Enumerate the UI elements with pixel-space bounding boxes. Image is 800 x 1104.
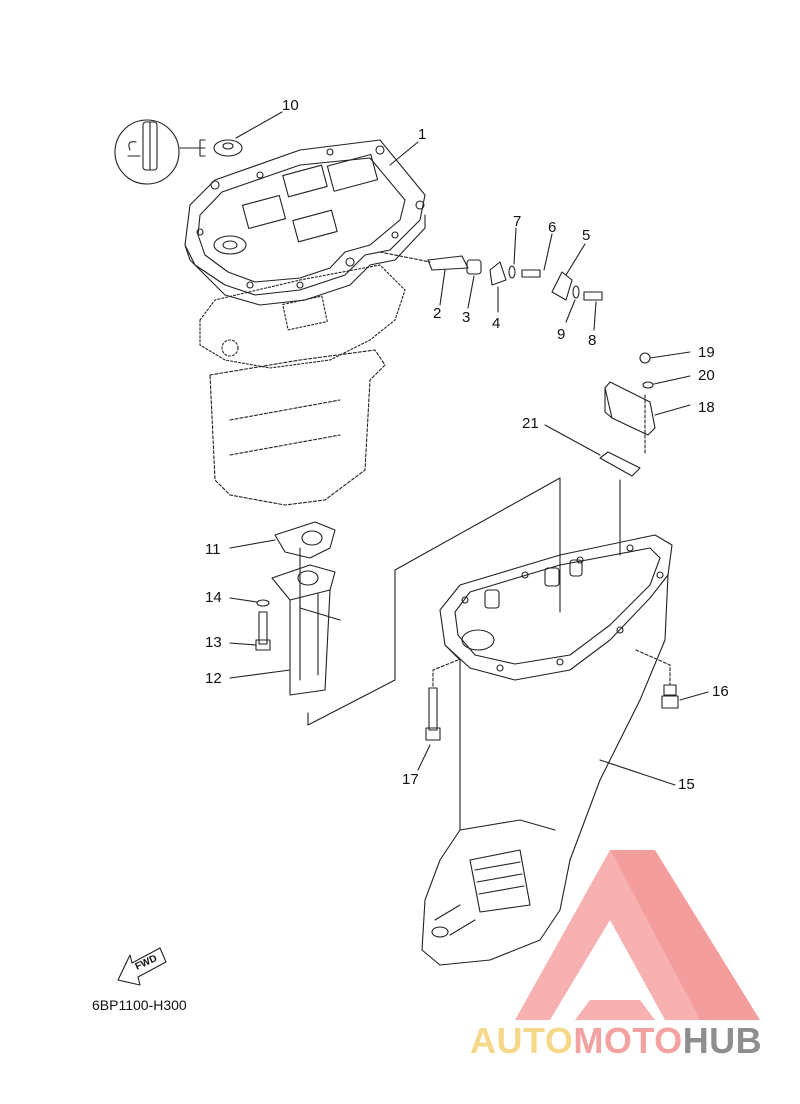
part-20-washer <box>642 375 691 389</box>
watermark-logo-icon <box>515 850 760 1020</box>
part-17-bolt <box>417 659 459 771</box>
part-4-bracket <box>489 261 507 313</box>
part-15-lower-casing <box>421 534 676 966</box>
callout-18: 18 <box>698 399 715 416</box>
part-12-exhaust-guide <box>229 564 336 696</box>
part-8-bolt <box>583 291 603 331</box>
watermark-part-moto: MOTO <box>573 1020 683 1061</box>
part-6-bolt <box>521 233 553 278</box>
part-11-gasket <box>229 521 336 559</box>
part-13-bolt <box>229 611 271 651</box>
watermark-part-hub: HUB <box>682 1020 763 1061</box>
forward-arrow-icon <box>117 947 167 986</box>
callout-3: 3 <box>462 309 471 326</box>
callout-6: 6 <box>548 219 557 236</box>
callout-2: 2 <box>433 305 442 322</box>
part-10-washer <box>213 111 283 157</box>
grease-detail-icon <box>114 119 206 185</box>
callout-4: 4 <box>492 315 501 332</box>
callout-9: 9 <box>557 326 566 343</box>
callout-7: 7 <box>513 213 522 230</box>
callout-13: 13 <box>205 634 222 651</box>
part-7-washer <box>508 227 517 279</box>
part-16-bolt <box>635 649 709 709</box>
part-14-washer <box>229 597 270 607</box>
callout-21: 21 <box>522 415 539 432</box>
part-2-link <box>427 255 469 306</box>
callout-11: 11 <box>205 541 221 558</box>
callout-20: 20 <box>698 367 715 384</box>
part-1-upper-casing <box>184 139 426 306</box>
part-3-collar <box>466 259 482 309</box>
callout-15: 15 <box>678 776 695 793</box>
callout-12: 12 <box>205 670 222 687</box>
callout-17: 17 <box>402 771 419 788</box>
oil-pan <box>209 349 386 506</box>
diagram-code-label: 6BP1100-H300 <box>92 997 187 1013</box>
part-5-bracket <box>551 243 586 301</box>
gasket <box>199 264 406 369</box>
callout-14: 14 <box>205 589 222 606</box>
callout-8: 8 <box>588 332 597 349</box>
callout-19: 19 <box>698 344 715 361</box>
callout-5: 5 <box>582 227 591 244</box>
callout-10: 10 <box>282 97 299 114</box>
part-9-washer <box>565 285 580 323</box>
watermark-text: AUTOMOTOHUB <box>470 1020 762 1062</box>
watermark-part-auto: AUTO <box>470 1020 574 1061</box>
callout-16: 16 <box>712 683 729 700</box>
callout-1: 1 <box>418 126 427 143</box>
part-18-bracket <box>604 381 691 436</box>
fwd-label: FWD <box>134 953 159 973</box>
assembly-leader-lines <box>299 477 561 726</box>
part-21-clip <box>544 424 641 556</box>
part-19-screw <box>639 351 691 364</box>
